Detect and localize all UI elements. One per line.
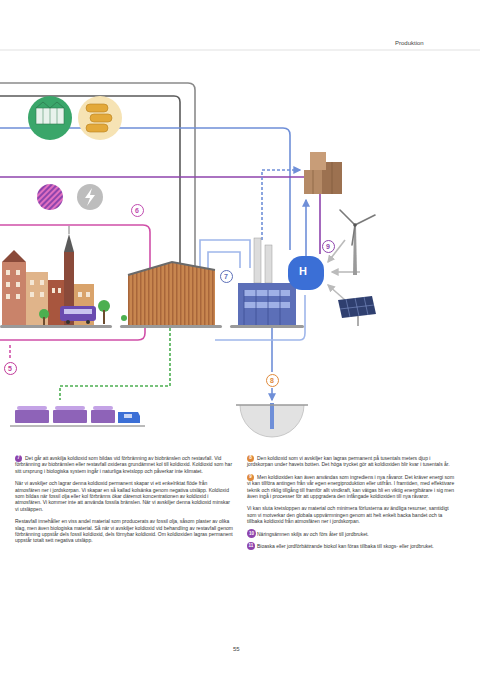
- bullet-number: 9: [247, 474, 254, 481]
- callout-number: 5: [4, 362, 17, 375]
- number-text: 6: [135, 207, 139, 214]
- number-text: 10: [249, 532, 254, 537]
- body-paragraph: Näringsämnen skiljs av och förs åter til…: [247, 531, 457, 537]
- body-paragraph: Men koldioxiden kan även användas som in…: [247, 474, 457, 500]
- text-column: Den koldioxid som vi avskiljer kan lagra…: [247, 455, 457, 555]
- callout-number: 7: [220, 270, 233, 283]
- header-title: Produktion: [395, 40, 424, 46]
- hydrogen-symbol: H: [299, 265, 307, 277]
- wind-turbine: [340, 210, 375, 275]
- number-text: 11: [249, 544, 254, 549]
- storage-well: [236, 403, 308, 437]
- city: [0, 226, 112, 328]
- callout-number: 6: [131, 204, 144, 217]
- packages: [304, 152, 342, 194]
- bullet-number: 8: [247, 455, 254, 462]
- bullet-number: 11: [247, 542, 255, 550]
- number-text: 7: [17, 456, 20, 461]
- callout-number: 8: [266, 374, 279, 387]
- callout-number: 9: [322, 240, 335, 253]
- header-rule: [0, 50, 480, 51]
- pipes-icon: [78, 96, 122, 140]
- solar-panel: [338, 296, 376, 326]
- body-paragraph: När vi avskiljer och lagrar denna koldio…: [15, 480, 233, 512]
- flow-lines: [0, 83, 360, 400]
- body-paragraph: Restavfall innehåller en viss andel mate…: [15, 518, 233, 544]
- text-column: Det går att avskilja koldioxid som bilda…: [15, 455, 233, 550]
- greenhouse-icon: [28, 96, 72, 140]
- number-text: 8: [270, 377, 274, 384]
- material-icon: [37, 184, 63, 210]
- electricity-icon: [77, 184, 103, 210]
- number-text: 9: [326, 243, 330, 250]
- body-paragraph: Bioaska eller jordförbättrande biokol ka…: [247, 543, 457, 549]
- number-text: 5: [8, 365, 12, 372]
- body-paragraph: Den koldioxid som vi avskiljer kan lagra…: [247, 455, 457, 468]
- number-text: 8: [249, 456, 252, 461]
- body-paragraph: Det går att avskilja koldioxid som bilda…: [15, 455, 233, 474]
- bullet-number: 7: [15, 455, 22, 462]
- number-text: 9: [249, 475, 252, 480]
- number-text: 7: [224, 273, 228, 280]
- body-paragraph: Vi kan sluta kretsloppen av material och…: [247, 505, 457, 524]
- bullet-number: 10: [247, 529, 256, 538]
- factory: [120, 262, 222, 328]
- page-number: 55: [233, 646, 240, 652]
- train: [10, 406, 145, 426]
- hydrogen-tank: [288, 256, 324, 290]
